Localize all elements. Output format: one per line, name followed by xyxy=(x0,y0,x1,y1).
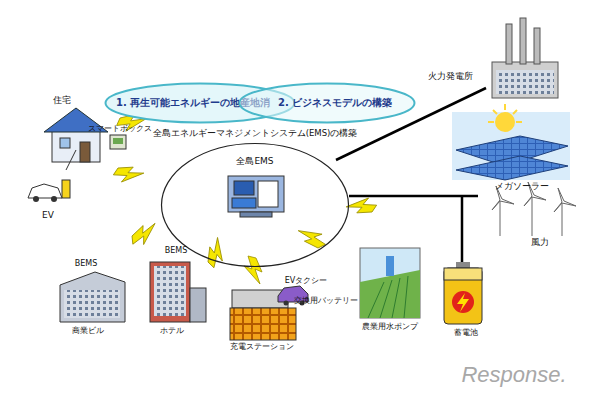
part-label: 充電ステーション xyxy=(230,342,294,351)
commercial-building-icon xyxy=(60,272,125,322)
watermark: Response. xyxy=(461,362,566,387)
lightning-bolt xyxy=(244,256,262,284)
part-label: BEMS xyxy=(75,259,98,268)
ev-car-icon xyxy=(28,150,76,202)
part-label: 住宅 xyxy=(53,95,71,105)
part-label: BEMS xyxy=(165,246,188,255)
part-label: 商業ビル xyxy=(72,326,104,335)
lightning-bolts xyxy=(112,112,378,284)
house-icon xyxy=(44,108,108,162)
charging-station-icon xyxy=(230,286,308,340)
lightning-bolt xyxy=(202,236,232,269)
goal-ellipse: 2. ビジネスモデルの構築 xyxy=(238,82,416,124)
mega-solar-icon xyxy=(452,104,570,180)
part-label: EVタクシー xyxy=(285,276,328,285)
thermal-plant-icon xyxy=(492,18,558,98)
part-label: 風力 xyxy=(531,238,549,248)
part-label: スマートボックス xyxy=(88,124,152,133)
storage-battery-icon xyxy=(444,262,482,324)
part-label: 農業用水ポンプ xyxy=(362,322,418,331)
part-label: メガソーラー xyxy=(495,182,549,192)
lightning-bolt xyxy=(112,162,144,188)
part-label: 火力発電所 xyxy=(426,72,475,82)
lightning-bolt xyxy=(128,221,160,247)
smart-box-icon xyxy=(110,135,126,149)
wind-turbine-icon xyxy=(492,182,576,236)
lightning-bolt xyxy=(346,192,378,218)
part-label: 交換用バッテリー xyxy=(294,296,358,305)
ems-label: 全島EMS xyxy=(236,155,273,168)
part-label: 全島エネルギーマネジメントシステム(EMS)の構築 xyxy=(151,129,360,139)
lightning-bolt xyxy=(297,220,329,253)
part-label: 蓄電池 xyxy=(454,328,478,337)
goal-text: 2. ビジネスモデルの構築 xyxy=(278,96,392,110)
part-label: ホテル xyxy=(160,326,184,335)
hotel-icon xyxy=(150,262,206,322)
agri-pump-icon xyxy=(360,248,420,318)
ems-computer-icon xyxy=(228,176,284,217)
ems-ring: 全島EMS xyxy=(160,142,350,268)
part-label: EV xyxy=(42,210,54,220)
